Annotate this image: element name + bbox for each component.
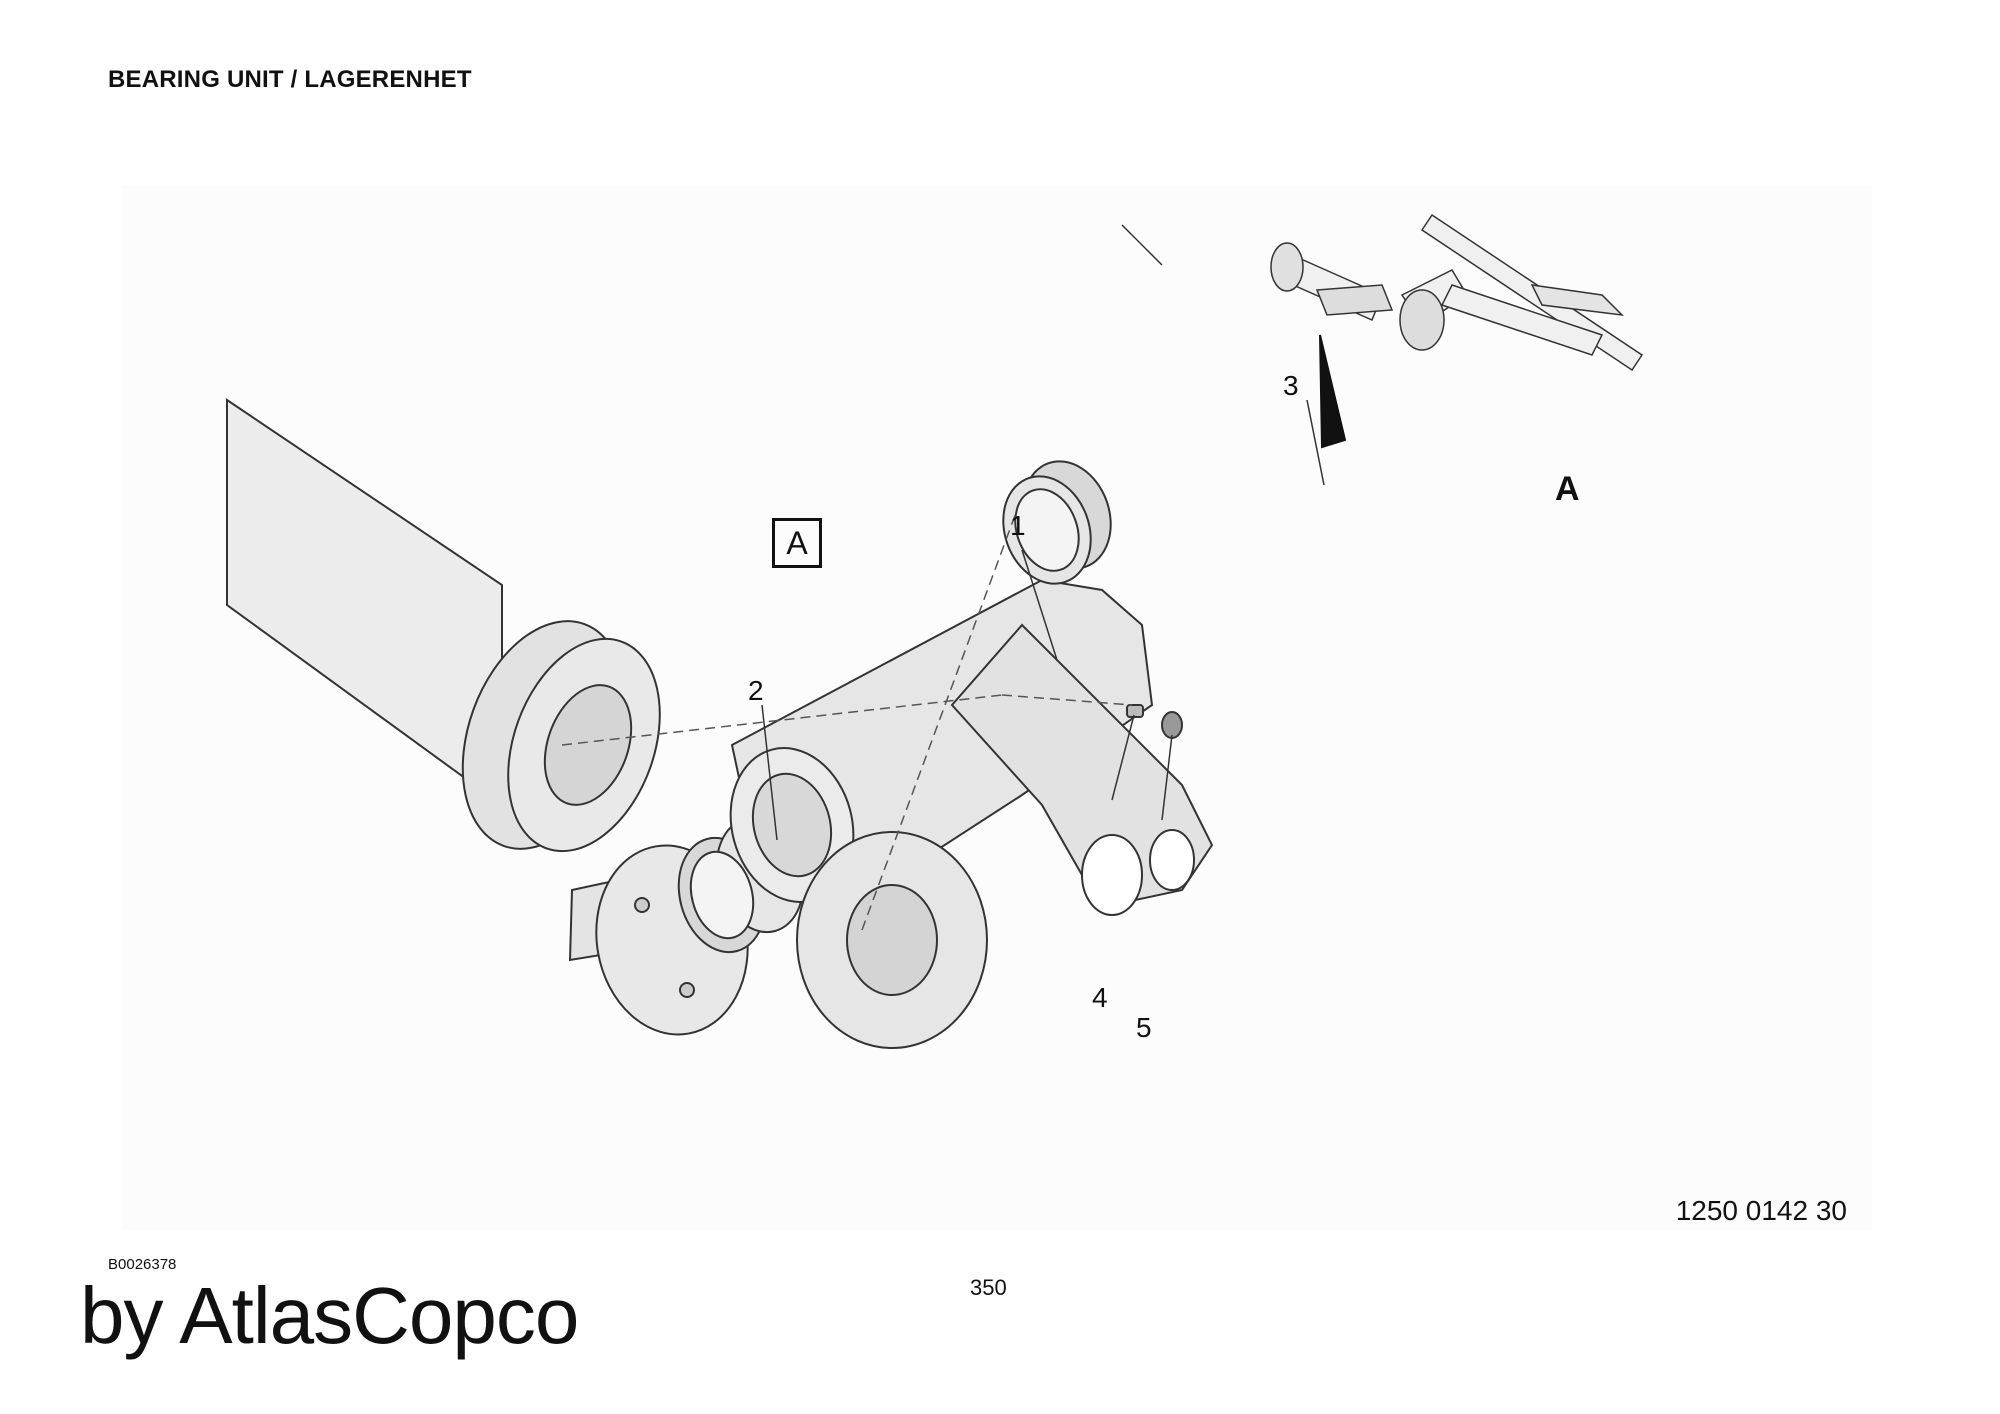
callout-2: 2 bbox=[748, 675, 764, 706]
axis-line bbox=[561, 694, 1003, 746]
leader-line-1 bbox=[1021, 549, 1058, 661]
callout-1: 1 bbox=[1010, 510, 1026, 541]
axis-line bbox=[1001, 694, 1133, 706]
axis-line bbox=[861, 509, 1018, 931]
leader-line-2 bbox=[761, 704, 778, 841]
overview-pointer-label: A bbox=[1555, 470, 1580, 508]
cap-part-5 bbox=[1161, 711, 1183, 739]
overview-pointer bbox=[1319, 334, 1347, 449]
leader-line-3 bbox=[1306, 399, 1325, 486]
bearing-housing-part-1 bbox=[729, 578, 1214, 1049]
boom-cylinder bbox=[226, 398, 661, 853]
leader-line-5 bbox=[1161, 734, 1173, 821]
page-number: 350 bbox=[970, 1275, 1007, 1300]
exploded-parts-drawing bbox=[122, 185, 1872, 1230]
view-label-box: A bbox=[772, 518, 822, 568]
callout-3: 3 bbox=[1283, 370, 1299, 401]
reference-code: B0026378 bbox=[108, 1256, 177, 1273]
leader-line-4 bbox=[1111, 714, 1135, 801]
callout-4: 4 bbox=[1092, 982, 1108, 1013]
parts-illustration bbox=[226, 213, 1644, 1049]
page-title: BEARING UNIT / LAGERENHET bbox=[108, 66, 472, 93]
bushing-part-3 bbox=[1002, 460, 1112, 585]
drawing-number: 1250 0142 30 bbox=[1675, 1195, 1847, 1226]
overview-sketch bbox=[1121, 213, 1644, 372]
grease-nipple-part-4 bbox=[1126, 704, 1144, 718]
callout-5: 5 bbox=[1136, 1012, 1152, 1043]
brand-watermark: by AtlasCopco bbox=[80, 1271, 579, 1360]
